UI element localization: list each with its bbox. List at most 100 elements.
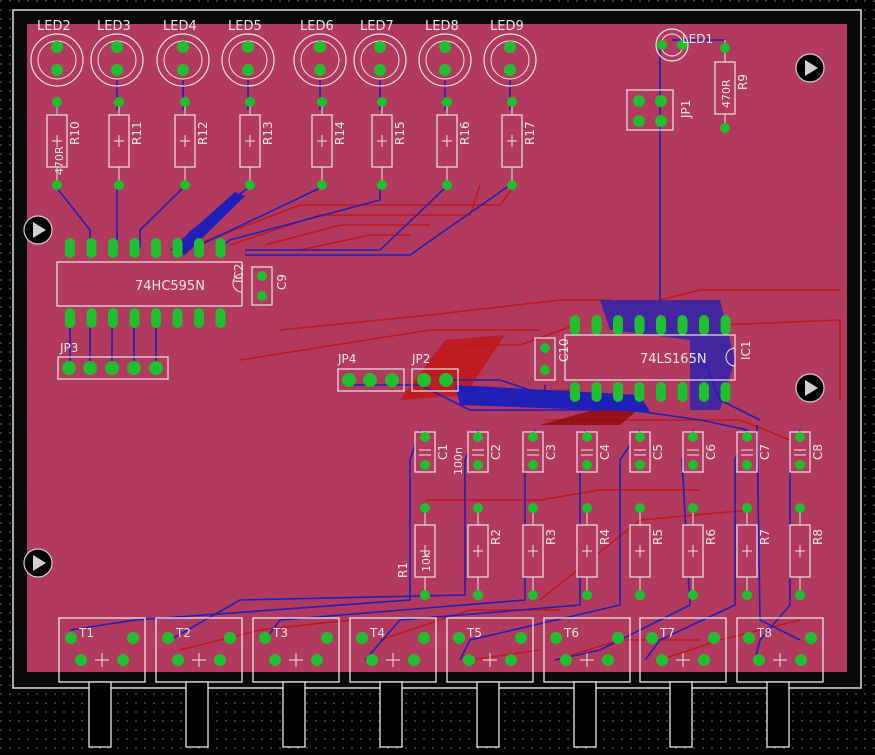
resistor-r11: R11 <box>108 97 144 190</box>
bottom-copper-area <box>170 192 245 255</box>
terminal-t4: T4 <box>349 617 437 748</box>
led-label: LED8 <box>425 19 459 34</box>
ic1-label: IC1 <box>739 340 753 360</box>
resistor-r1: R1 <box>396 503 436 600</box>
ic2-pin <box>65 238 75 258</box>
jp4: JP4 <box>337 352 405 392</box>
ic2-value: 74HC595N <box>135 279 205 294</box>
capacitor-label: C8 <box>811 444 825 460</box>
led-label: LED4 <box>163 19 197 34</box>
r9-label: R9 <box>736 74 750 90</box>
terminal-t8: T8 <box>736 617 824 748</box>
resistor-label: R3 <box>544 529 558 545</box>
resistor-r15: R15 <box>371 97 407 190</box>
resistor-label: R5 <box>651 529 665 545</box>
ic2-pin <box>86 238 97 258</box>
resistor-label: R1 <box>396 562 410 578</box>
resistor-label: R16 <box>458 121 472 145</box>
ic1-pin <box>570 382 580 402</box>
c9-label: C9 <box>275 274 289 290</box>
led-led8: LED8 <box>418 19 472 87</box>
ic1-pin <box>613 315 623 335</box>
capacitor-c4: C4 <box>576 431 612 473</box>
terminal-label: T7 <box>659 626 675 640</box>
c9: C9 <box>251 266 289 306</box>
led-led4: LED4 <box>156 19 210 87</box>
capacitor-c6: C6 <box>682 431 718 473</box>
ic1-pin <box>720 315 731 335</box>
resistor-label: R8 <box>811 529 825 545</box>
ic2-pin <box>129 238 140 258</box>
terminal-label: T8 <box>756 626 772 640</box>
jp2: JP2 <box>411 352 459 392</box>
ic1-pin <box>570 315 580 335</box>
c10: C10 <box>534 337 571 381</box>
ic1-pin <box>677 382 688 402</box>
ic2-pin <box>194 308 204 328</box>
jp3-label: JP3 <box>59 341 78 355</box>
capacitor-label: C5 <box>651 444 665 460</box>
jp4-label: JP4 <box>337 352 356 366</box>
resistor-r14: R14 <box>311 97 347 190</box>
r9: R9 470R <box>714 40 750 133</box>
c2-value: 100n <box>452 447 465 475</box>
resistor-r16: R16 <box>436 97 472 190</box>
led-led3: LED3 <box>90 19 144 87</box>
led-led7: LED7 <box>353 19 407 87</box>
ic1-pin <box>699 315 709 335</box>
resistor-label: R17 <box>523 121 537 145</box>
capacitor-label: C1 <box>436 444 450 460</box>
led-label: LED9 <box>490 19 524 34</box>
terminal-t5: T5 <box>446 617 534 748</box>
top-copper-area-2 <box>540 408 640 425</box>
bottom-copper-area-2 <box>455 385 650 412</box>
resistor-r4: R4 <box>576 503 612 600</box>
jp1: JP1 <box>626 89 693 131</box>
ic2-pins <box>65 238 226 328</box>
led-resistors: R10 R11 R12 R13 R14 R15 R16 R17 <box>46 97 537 190</box>
r9-value: 470R <box>720 79 733 108</box>
resistor-label: R13 <box>261 121 275 145</box>
capacitor-c8: C8 <box>789 431 825 473</box>
ic2-pin <box>86 308 97 328</box>
led1: LED1 <box>655 28 713 62</box>
ic1-pin <box>656 315 666 335</box>
resistor-label: R11 <box>130 121 144 145</box>
terminal-label: T2 <box>175 626 191 640</box>
resistor-label: R10 <box>68 121 82 145</box>
led-led6: LED6 <box>293 19 347 87</box>
resistor-label: R15 <box>393 121 407 145</box>
led1-label: LED1 <box>682 32 713 46</box>
led-label: LED3 <box>97 19 131 34</box>
terminal-t7: T7 <box>639 617 727 748</box>
terminal-label: T4 <box>369 626 385 640</box>
terminal-label: T6 <box>563 626 579 640</box>
resistor-r5: R5 <box>629 503 665 600</box>
resistor-label: R6 <box>704 529 718 545</box>
c10-label: C10 <box>557 338 571 362</box>
ic2-pin <box>215 238 226 258</box>
ic1-pin <box>677 315 688 335</box>
ic1-pin <box>720 382 731 402</box>
resistor-r12: R12 <box>174 97 210 190</box>
terminal-t6: T6 <box>543 617 631 748</box>
capacitor-c3: C3 <box>522 431 558 473</box>
ic2-label: IC2 <box>232 263 246 283</box>
resistor-r6: R6 <box>682 503 718 600</box>
ic1-pin <box>634 315 645 335</box>
ic1-pin <box>634 382 645 402</box>
ic2-pin <box>151 238 161 258</box>
capacitor-label: C7 <box>758 444 772 460</box>
mounting-hole-marks <box>33 60 818 571</box>
ic1: 74LS165N IC1 <box>564 334 753 381</box>
capacitor-label: C6 <box>704 444 718 460</box>
resistor-r13: R13 <box>239 97 275 190</box>
ic2-pin <box>108 238 118 258</box>
jp3: JP3 <box>57 341 169 380</box>
ic2-pin <box>215 308 226 328</box>
resistor-r17: R17 <box>501 97 537 190</box>
